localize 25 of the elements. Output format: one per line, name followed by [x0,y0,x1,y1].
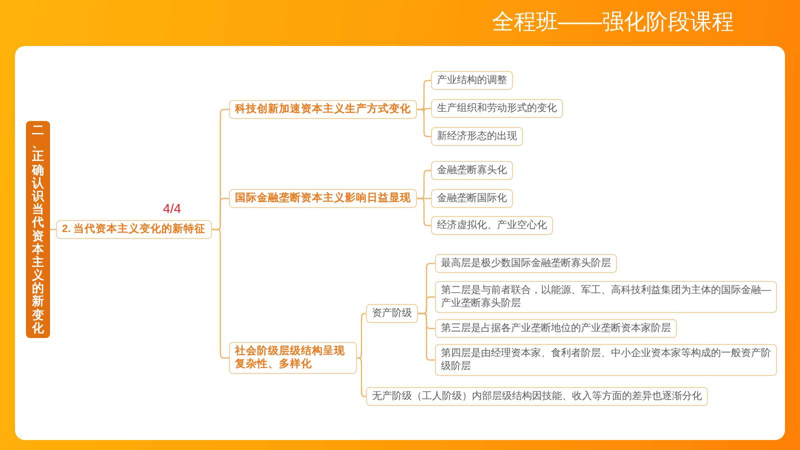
branch-topic: 科技创新加速资本主义生产方式变化 [229,100,417,119]
connector-line [418,312,436,361]
subtopic: 最高层是极少数国际金融垄断寡头阶层 [435,254,617,273]
subtopic: 产业结构的调整 [431,71,513,90]
connector-line [416,108,432,138]
subtopic: 经济虚拟化、产业空心化 [431,216,553,235]
branch-topic: 国际金融垄断资本主义影响日益显现 [229,189,417,208]
subtopic: 新经济形态的出现 [431,127,523,146]
subtopic: 第三层是占据各产业垄断地位的产业垄断资本家阶层 [435,319,677,338]
connector-line [356,312,367,359]
central-topic: 2. 当代资本主义变化的新特征 [56,220,212,239]
subtopic: 第四层是由经理资本家、食利者阶层、中小企业资本家等构成的一般资产阶级阶层 [435,344,777,376]
subtopic: 金融垄断寡头化 [431,161,513,180]
subtopic: 生产组织和劳动形式的变化 [431,99,563,118]
subtopic: 第二层是与前者联合，以能源、军工、高科技利益集团为主体的国际金融—产业垄断寡头阶层 [435,281,777,313]
connector-line [212,228,229,359]
branch-topic: 社会阶级层级结构呈现复杂性、多样化 [229,342,357,374]
page-indicator: 4/4 [163,201,182,216]
connector-line [416,198,432,226]
subtopic: 金融垄断国际化 [431,189,513,208]
header-title: 全程班——强化阶段课程 [492,8,734,36]
subtopic: 无产阶级（工人阶级）内部层级结构因技能、收入等方面的差异也逐渐分化 [366,387,708,406]
section-banner: 二、正确认识当代资本主义的新变化 [26,121,50,338]
connector-line [356,357,367,398]
subtopic: 资产阶级 [366,304,418,323]
